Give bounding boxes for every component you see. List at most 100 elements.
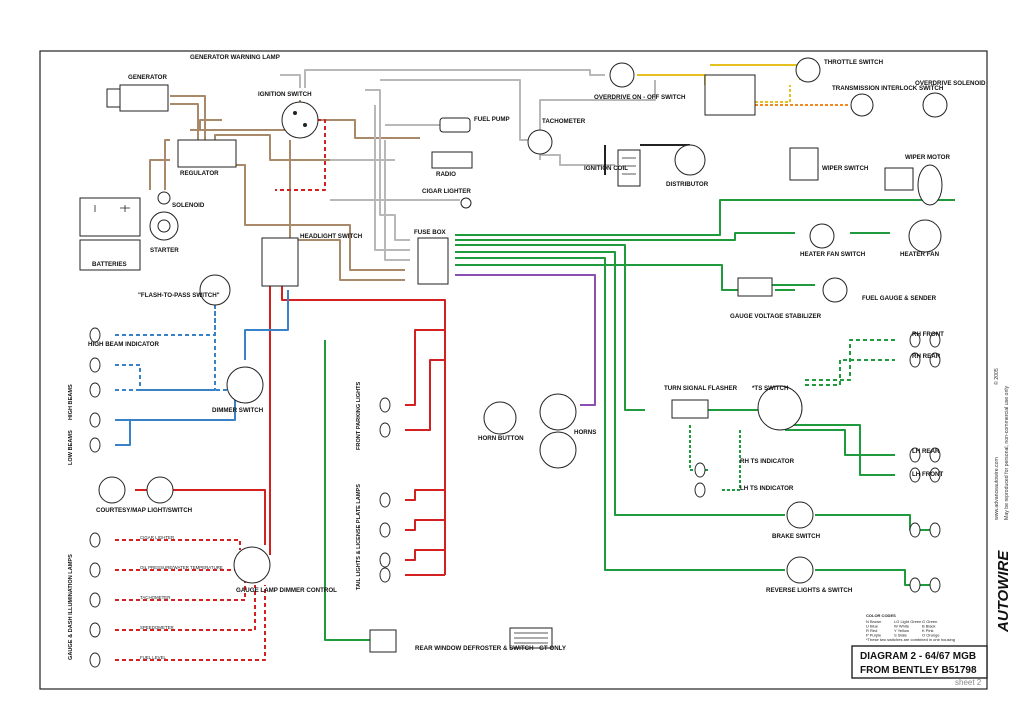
label-fuse-box: FUSE BOX	[414, 229, 447, 236]
lamp-bulb-icon	[89, 437, 101, 453]
ts-switch[interactable]	[757, 385, 803, 431]
label-high-beam-indicator: HIGH BEAM INDICATOR	[88, 341, 159, 348]
color-code-entry: N Brown	[866, 619, 881, 624]
label-generator: GENERATOR	[128, 74, 167, 81]
lamp-bulb-icon	[89, 412, 101, 428]
lamp-bulb-icon	[909, 577, 921, 593]
distributor	[674, 144, 706, 176]
lamp-bulb-icon	[379, 422, 391, 438]
illum-cigar: CIGAR LIGHTER	[140, 535, 174, 540]
brake-switch	[786, 501, 814, 529]
label-rh-rear: RH REAR	[912, 353, 941, 360]
label-overdrive-switch: OVERDRIVE ON - OFF SWITCH	[594, 94, 686, 101]
color-codes-title: COLOR CODES	[866, 613, 896, 618]
flash-to-pass-switch[interactable]	[199, 274, 231, 306]
label-distributor: DISTRIBUTOR	[666, 181, 709, 188]
label-wiper-motor: WIPER MOTOR	[905, 154, 950, 161]
lamp-bulb-icon	[909, 467, 921, 483]
rear-window-defroster[interactable]	[369, 627, 553, 653]
label-dimmer-switch: DIMMER SWITCH	[212, 407, 264, 414]
label-ignition-switch: IGNITION SWITCH	[258, 91, 312, 98]
color-code-entry: B Black	[922, 624, 936, 629]
lamp-bulb-icon	[909, 332, 921, 348]
wiper-motor	[884, 164, 943, 206]
label-overdrive-solenoid: OVERDRIVE SOLENOID	[915, 80, 986, 87]
lamp-bulb-icon	[379, 552, 391, 568]
label-batteries: BATTERIES	[92, 261, 127, 268]
label-horns: HORNS	[574, 429, 596, 436]
label-ignition-coil: IGNITION COIL	[584, 165, 628, 172]
lamp-bulb-icon	[694, 482, 706, 498]
lamp-bulb-icon	[89, 652, 101, 668]
throttle-switch[interactable]	[795, 57, 821, 83]
label-reverse-lights: REVERSE LIGHTS & SWITCH	[766, 587, 853, 594]
illum-speedo: SPEEDOMETER	[140, 625, 174, 630]
label-turn-signal-flasher: TURN SIGNAL FLASHER	[664, 385, 738, 392]
lamp-bulb-icon	[89, 357, 101, 373]
heater-fan	[908, 219, 942, 253]
starter	[149, 211, 179, 241]
side-url: www.advanceautowire.com	[994, 457, 1000, 520]
label-starter: STARTER	[150, 247, 179, 254]
lamp-bulb-icon	[909, 352, 921, 368]
color-code-entry: U Blue	[866, 624, 879, 629]
horn-button[interactable]	[483, 401, 517, 435]
label-front-parking-lights: FRONT PARKING LIGHTS	[356, 381, 362, 450]
overdrive-relay	[704, 74, 756, 116]
transmission-interlock-switch[interactable]	[850, 93, 874, 117]
lamp-bulb-icon	[89, 382, 101, 398]
wiper-switch[interactable]	[789, 147, 819, 181]
label-transmission-interlock: TRANSMISSION INTERLOCK SWITCH	[832, 85, 944, 92]
generator	[106, 84, 169, 112]
side-copyright: © 2005	[993, 368, 1000, 385]
lamp-bulb-icon	[929, 332, 941, 348]
label-throttle-switch: THROTTLE SWITCH	[824, 59, 884, 66]
dimmer-switch[interactable]	[226, 366, 264, 404]
tachometer	[527, 129, 553, 155]
title-line-2: FROM BENTLEY B51798	[860, 665, 977, 676]
regulator	[177, 139, 237, 168]
label-heater-fan-switch: HEATER FAN SWITCH	[800, 251, 866, 258]
label-solenoid: SOLENOID	[172, 202, 205, 209]
label-high-beams: HIGH BEAMS	[68, 384, 74, 420]
label-headlight-switch: HEADLIGHT SWITCH	[300, 233, 363, 240]
courtesy-map-light[interactable]	[98, 476, 174, 504]
illum-tach: TACHOMETER	[140, 595, 170, 600]
color-code-entry: S Slate	[894, 633, 908, 638]
headlight-switch[interactable]	[261, 237, 299, 287]
ignition-switch[interactable]	[281, 101, 319, 139]
label-rear-window-defroster: REAR WINDOW DEFROSTER & SWITCH - GT ONLY	[415, 645, 567, 652]
fuel-pump	[439, 117, 471, 133]
fuse-box	[417, 237, 449, 285]
label-heater-fan: HEATER FAN	[900, 251, 940, 258]
label-gauge-dash-illum: GAUGE & DASH ILLUMINATION LAMPS	[68, 554, 74, 660]
asterisk-note: *These two switches are combined in one …	[866, 637, 955, 642]
color-code-entry: P Purple	[866, 633, 882, 638]
turn-signal-flasher	[671, 399, 709, 419]
label-rh-front: RH FRONT	[912, 331, 944, 338]
lamp-bulb-icon	[929, 522, 941, 538]
lamp-bulb-icon	[909, 447, 921, 463]
lamps	[89, 327, 941, 668]
gauge-voltage-stabilizer	[737, 277, 773, 297]
diagram-border	[39, 50, 988, 690]
gauge-lamp-dimmer[interactable]	[233, 546, 271, 584]
label-gauge-lamp-dimmer: GAUGE LAMP DIMMER CONTROL	[236, 587, 337, 594]
label-rh-ts-indicator: RH TS INDICATOR	[740, 458, 795, 465]
labels: GENERATOR WARNING LAMP GENERATOR IGNITIO…	[68, 54, 986, 660]
fuel-gauge	[822, 277, 848, 303]
label-brake-switch: BRAKE SWITCH	[772, 533, 821, 540]
batteries	[79, 197, 141, 271]
side-note: May be reproduced for personal, non-comm…	[1004, 386, 1010, 520]
lamp-bulb-icon	[379, 522, 391, 538]
lamp-bulb-icon	[89, 622, 101, 638]
heater-fan-switch[interactable]	[809, 223, 835, 249]
radio	[431, 151, 473, 169]
overdrive-switch[interactable]	[609, 62, 635, 88]
color-code-entry: G Green	[922, 619, 937, 624]
wires	[115, 64, 955, 661]
lamp-bulb-icon	[929, 352, 941, 368]
label-fuel-gauge-sender: FUEL GAUGE & SENDER	[862, 295, 937, 302]
